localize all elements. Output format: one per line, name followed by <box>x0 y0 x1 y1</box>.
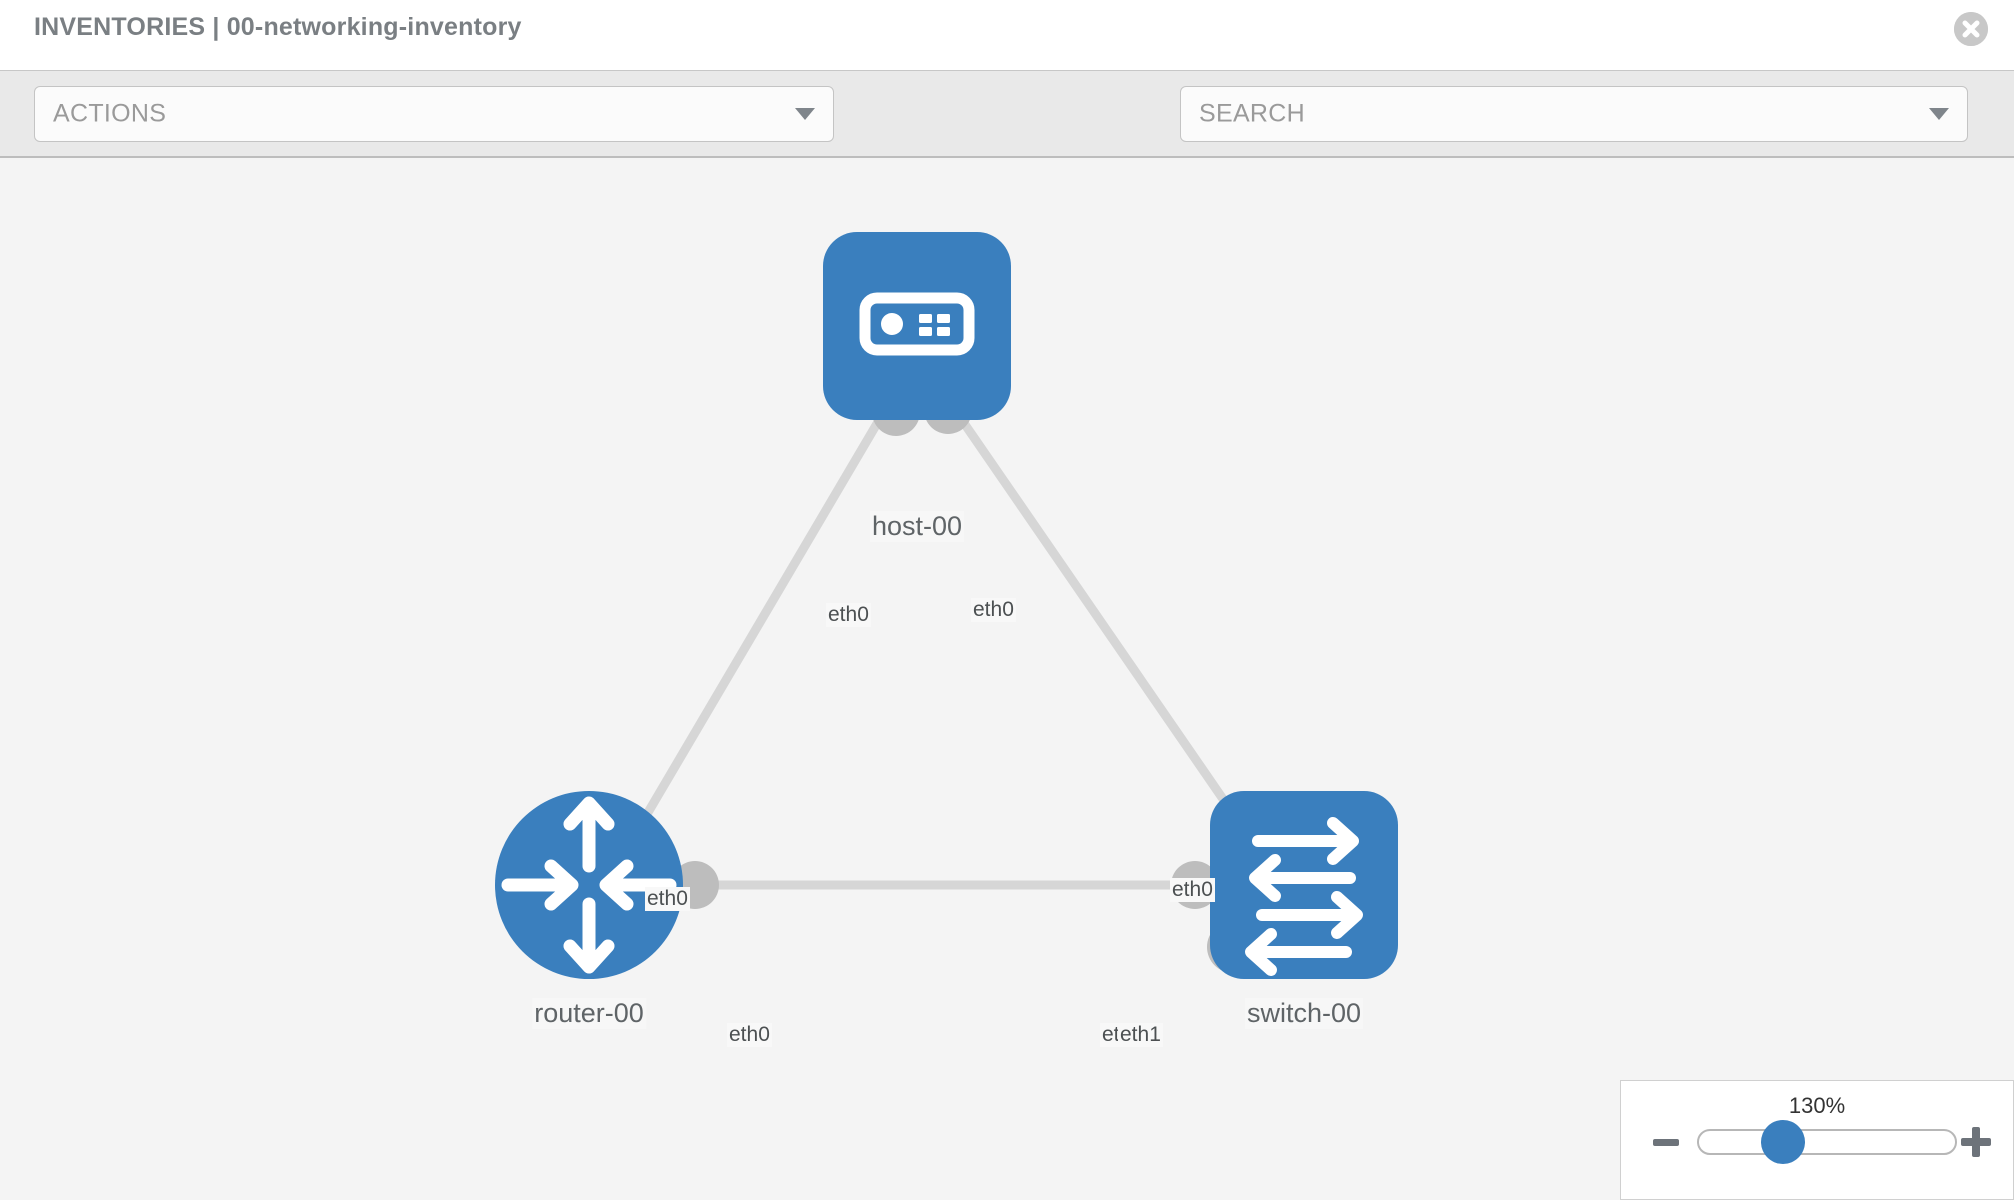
node-host-00[interactable] <box>823 232 1011 420</box>
actions-dropdown[interactable]: ACTIONS <box>34 86 834 142</box>
close-button[interactable] <box>1954 12 1988 46</box>
search-field[interactable]: SEARCH <box>1180 86 1968 142</box>
close-icon <box>1954 12 1988 46</box>
server-icon <box>859 292 975 356</box>
interface-label: eth1 <box>1118 1023 1163 1047</box>
chevron-down-icon <box>1929 108 1949 120</box>
chevron-down-icon <box>795 108 815 120</box>
switch-icon <box>1245 817 1363 976</box>
zoom-slider-track[interactable] <box>1697 1129 1957 1155</box>
zoom-in-button[interactable] <box>1961 1127 1991 1157</box>
node-label-switch-00: switch-00 <box>1244 998 1364 1029</box>
topology-links <box>616 407 1269 890</box>
interface-label: eth0 <box>645 887 690 911</box>
node-router-00[interactable] <box>495 791 683 979</box>
interface-label: eth0 <box>727 1023 772 1047</box>
zoom-slider-handle[interactable] <box>1761 1120 1805 1164</box>
node-label-router-00: router-00 <box>532 998 646 1029</box>
toolbar: ACTIONS SEARCH <box>0 70 2014 204</box>
page-title: INVENTORIES | 00-networking-inventory <box>34 13 522 41</box>
interface-label: eth0 <box>1170 878 1215 902</box>
interface-label: eth0 <box>826 603 871 627</box>
zoom-control-panel: 130% <box>1620 1080 2014 1200</box>
node-switch-00[interactable] <box>1210 791 1398 979</box>
interface-label: eth0 <box>971 598 1016 622</box>
router-icon <box>501 796 677 974</box>
link-host-switch[interactable] <box>951 407 1269 863</box>
topology-canvas[interactable]: host-00 router-00 switch-00 eth0 eth0 et… <box>0 160 2014 1200</box>
zoom-out-button[interactable] <box>1653 1139 1679 1146</box>
zoom-level-label: 130% <box>1788 1093 1846 1118</box>
topology-graph <box>495 232 1398 979</box>
node-label-host-00: host-00 <box>869 511 965 542</box>
search-input-placeholder: SEARCH <box>1199 99 1305 128</box>
link-host-router[interactable] <box>616 407 889 863</box>
actions-dropdown-label: ACTIONS <box>53 99 167 128</box>
page-header: INVENTORIES | 00-networking-inventory <box>0 0 2014 70</box>
